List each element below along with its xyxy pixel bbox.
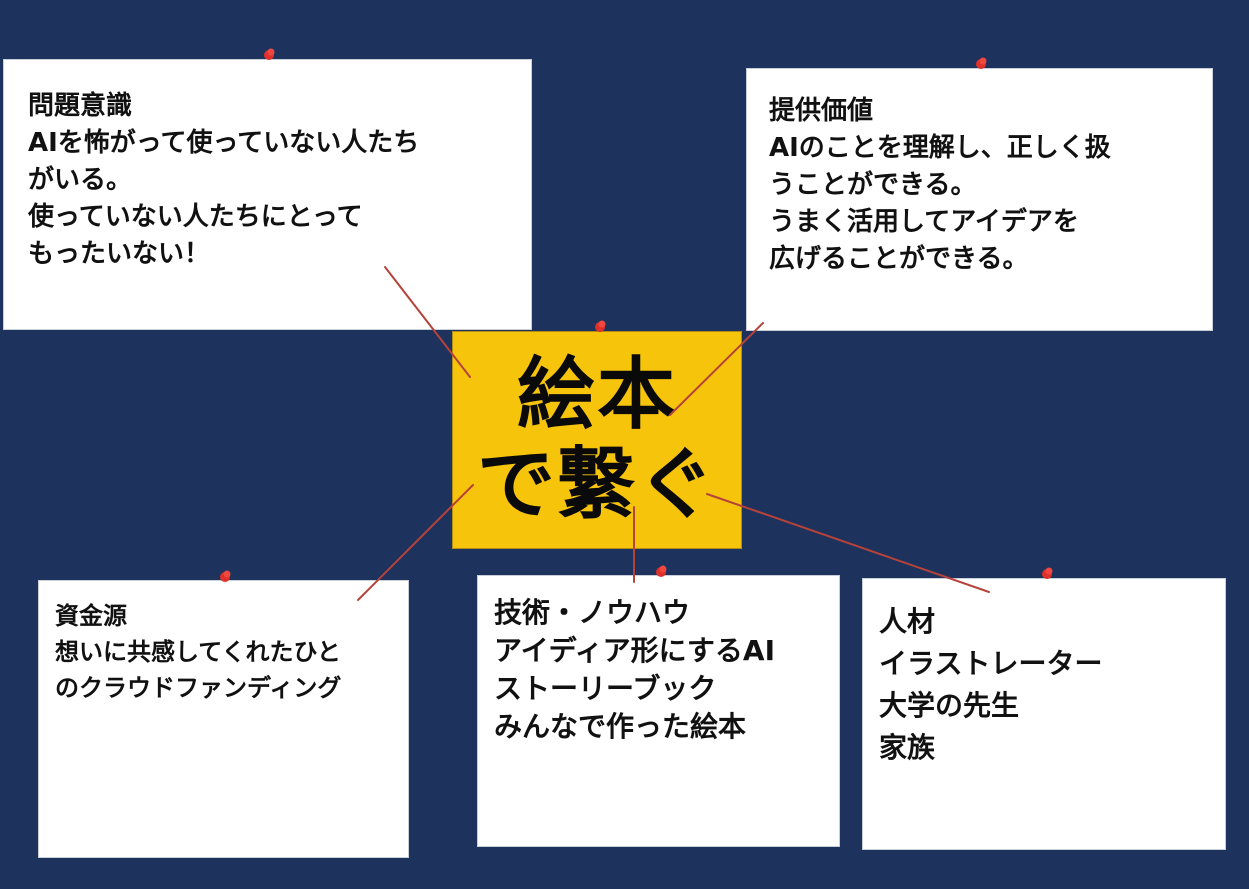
card-people: 人材 イラストレーター 大学の先生 家族 [862, 578, 1226, 850]
card-value-title: 提供価値 [769, 96, 874, 126]
card-technology: 技術・ノウハウ アイディア形にするAI ストーリーブック みんなで作った絵本 [477, 575, 840, 847]
center-theme-card: 絵本 で繋ぐ [452, 331, 742, 549]
card-funding-title: 資金源 [55, 602, 127, 630]
card-funding: 資金源 想いに共感してくれたひと のクラウドファンディング [38, 580, 409, 858]
center-title-line1: 絵本 [516, 350, 677, 440]
pushpin-icon [264, 48, 275, 60]
card-value-line: うまく活用してアイデアを [769, 207, 1079, 237]
card-value-line: AIのことを理解し、正しく扱 [769, 133, 1111, 163]
card-people-title: 人材 [879, 605, 936, 638]
pushpin-icon [656, 565, 667, 577]
card-problem-title: 問題意識 [28, 91, 133, 121]
card-funding-line: 想いに共感してくれたひと [55, 638, 341, 666]
card-technology-line: みんなで作った絵本 [494, 710, 747, 743]
card-problem-line: 使っていない人たちにとって [28, 202, 363, 232]
card-technology-title: 技術・ノウハウ [494, 596, 691, 629]
pushpin-icon [220, 570, 231, 582]
card-technology-line: ストーリーブック [494, 672, 717, 705]
card-value-line: 広げることができる。 [769, 244, 1029, 274]
card-people-line: 家族 [879, 731, 936, 764]
card-value: 提供価値 AIのことを理解し、正しく扱 うことができる。 うまく活用してアイデア… [746, 68, 1213, 331]
card-problem: 問題意識 AIを怖がって使っていない人たち がいる。 使っていない人たちにとって… [3, 59, 532, 330]
card-technology-line: アイディア形にするAI [494, 634, 776, 667]
card-people-line: 大学の先生 [879, 689, 1020, 722]
card-value-line: うことができる。 [769, 170, 977, 200]
card-people-line: イラストレーター [879, 647, 1103, 680]
center-title-line2: で繋ぐ [476, 440, 717, 530]
pushpin-icon [1042, 567, 1053, 579]
card-funding-line: のクラウドファンディング [55, 674, 342, 702]
pushpin-icon [976, 57, 987, 69]
card-problem-line: AIを怖がって使っていない人たち [28, 128, 420, 158]
card-problem-line: がいる。 [28, 165, 133, 195]
pushpin-icon [595, 320, 606, 332]
card-problem-line: もったいない！ [28, 239, 211, 269]
